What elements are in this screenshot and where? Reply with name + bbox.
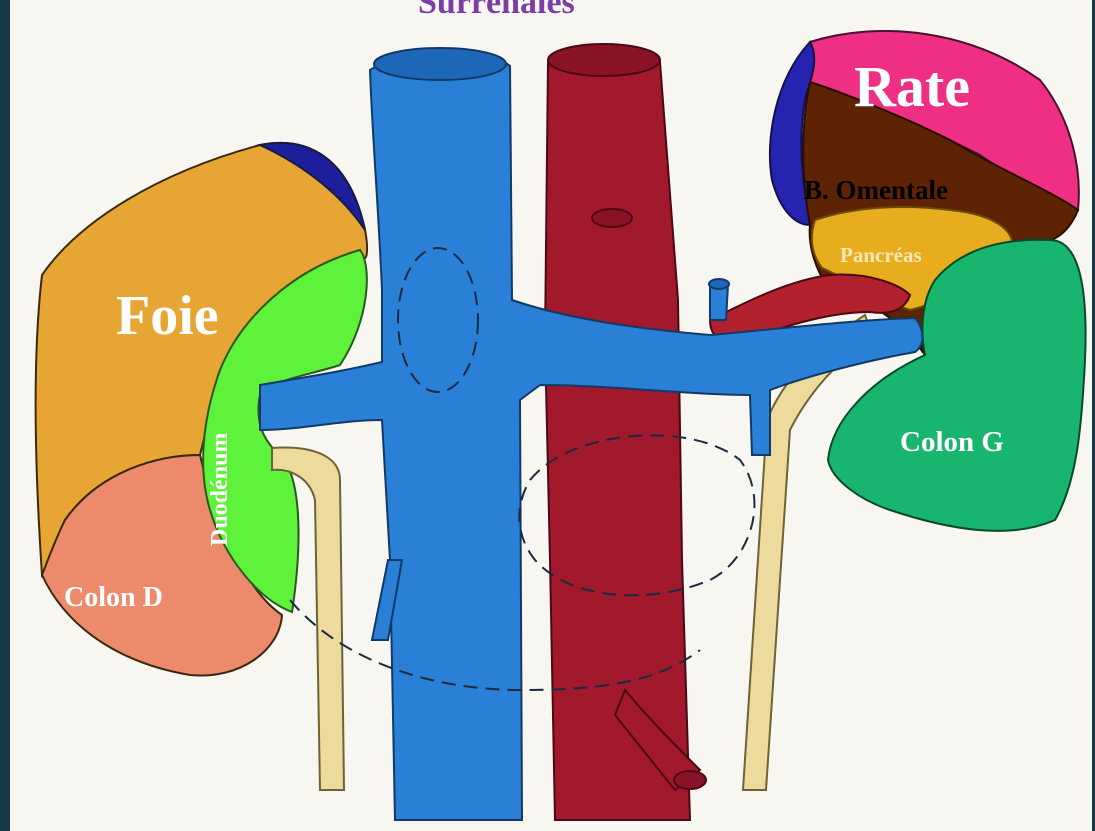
pancreas-label: Pancréas — [840, 245, 922, 266]
aorta — [545, 46, 690, 820]
foie-label: Foie — [116, 288, 219, 344]
colon-d-label: Colon D — [64, 584, 163, 612]
vena-cava-top-opening — [374, 48, 506, 80]
aorta-top-opening — [548, 44, 660, 76]
duodenum-label: Duodénum — [208, 433, 232, 546]
colon-g-label: Colon G — [900, 428, 1004, 457]
rate-label: Rate — [854, 58, 970, 116]
small-vein — [710, 285, 728, 320]
iliac-opening — [674, 771, 706, 789]
celiac-opening — [592, 209, 632, 227]
abdominal-anatomy-illustration — [10, 0, 1092, 831]
diagram-canvas: Surrénales Rate B. Omentale Pancréas Foi… — [10, 0, 1092, 831]
omentale-label: B. Omentale — [804, 176, 974, 205]
surrenales-label: Surrénales — [418, 0, 575, 20]
small-vein-opening — [709, 279, 729, 289]
